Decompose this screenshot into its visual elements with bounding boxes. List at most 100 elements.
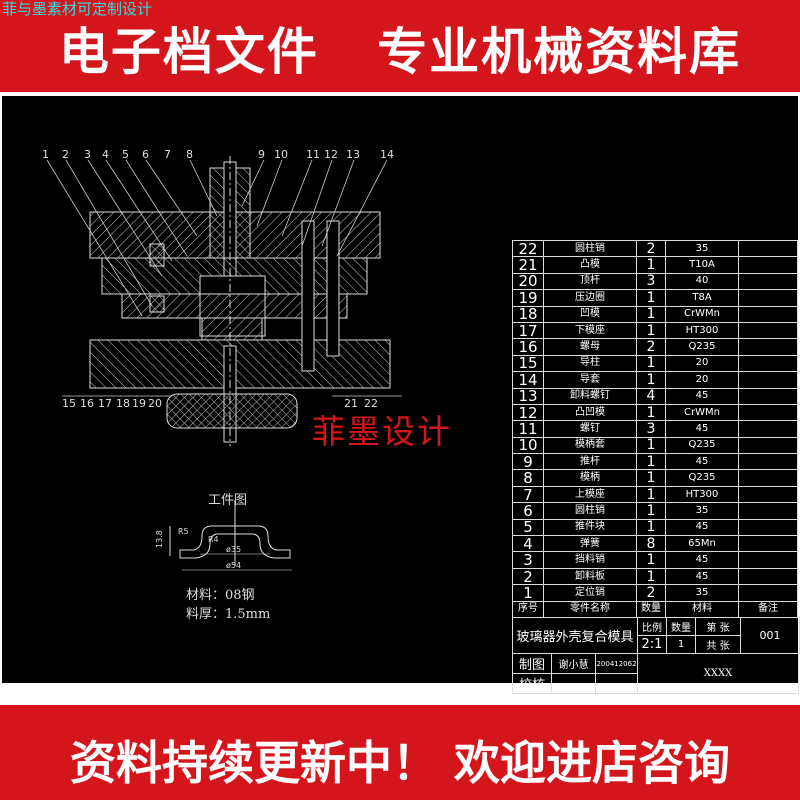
callout: 1 xyxy=(42,148,49,161)
part-no: 1 xyxy=(512,584,544,602)
part-qty: 2 xyxy=(636,338,666,356)
part-note xyxy=(738,535,798,553)
part-note xyxy=(738,420,798,438)
die-assembly-drawing: 1 2 3 4 5 6 7 8 9 10 11 12 13 14 15 16 1… xyxy=(42,148,402,571)
part-material: Q235 xyxy=(665,338,739,356)
part-note xyxy=(738,469,798,487)
workpiece-drawing xyxy=(169,500,292,571)
callout: 22 xyxy=(364,397,378,410)
part-qty: 1 xyxy=(636,403,666,422)
part-note xyxy=(738,305,798,323)
part-no: 21 xyxy=(512,256,544,274)
part-qty: 1 xyxy=(636,321,666,340)
workpiece-title: 工件图 xyxy=(208,493,248,508)
total-sheets-label: 共 张 xyxy=(695,635,741,654)
part-note xyxy=(738,453,798,471)
bottom-title: 资料持续更新中！ 欢迎进店咨询 xyxy=(69,736,730,790)
part-no: 5 xyxy=(512,518,544,537)
check-label: 校核 xyxy=(512,673,552,694)
part-name: 定位销 xyxy=(543,584,637,602)
part-qty: 2 xyxy=(636,239,666,258)
callout: 2 xyxy=(62,148,69,161)
part-no: 8 xyxy=(512,469,544,487)
callout: 8 xyxy=(186,148,193,161)
part-name: 推件块 xyxy=(543,518,637,537)
part-name: 模柄 xyxy=(543,469,637,487)
part-name: 凹模 xyxy=(543,305,637,323)
workpiece-material: 材料：08钢 xyxy=(186,588,255,603)
top-title: 电子档文件 专业机械资料库 xyxy=(58,23,742,81)
part-note xyxy=(738,289,798,307)
part-note xyxy=(738,403,798,422)
part-no: 19 xyxy=(512,289,544,307)
lower-die-seat xyxy=(89,339,391,389)
callout: 13 xyxy=(346,148,360,161)
part-no: 11 xyxy=(512,420,544,438)
part-material: 45 xyxy=(665,518,739,537)
part-name: 下模座 xyxy=(543,321,637,340)
part-material: 45 xyxy=(665,453,739,471)
part-material: 45 xyxy=(665,551,739,569)
part-qty: 1 xyxy=(636,371,666,389)
part-qty: 3 xyxy=(636,272,666,291)
callout: 11 xyxy=(306,148,320,161)
part-material: 45 xyxy=(665,420,739,438)
part-name: 凸凹模 xyxy=(543,403,637,422)
part-material: 35 xyxy=(665,502,739,520)
part-qty: 1 xyxy=(636,436,666,455)
callout: 7 xyxy=(164,148,171,161)
workpiece-thickness: 料厚：1.5mm xyxy=(186,607,271,622)
part-no: 12 xyxy=(512,403,544,422)
part-qty: 1 xyxy=(636,502,666,520)
part-qty: 1 xyxy=(636,567,666,586)
callout: 5 xyxy=(122,148,129,161)
dim-r-right: R4 xyxy=(208,535,219,544)
header-no: 序号 xyxy=(512,600,544,618)
callout: 10 xyxy=(274,148,288,161)
drawing-name: 玻璃器外壳复合模具 xyxy=(512,617,638,654)
part-no: 15 xyxy=(512,354,544,373)
header-qty: 数量 xyxy=(636,600,666,618)
part-no: 4 xyxy=(512,535,544,553)
drawn-label: 制图 xyxy=(512,653,552,674)
callout: 12 xyxy=(324,148,338,161)
drawn-by: 谢小慧 xyxy=(551,653,596,674)
check-date-cell xyxy=(595,673,638,694)
part-name: 压边圈 xyxy=(543,289,637,307)
part-material: HT300 xyxy=(665,485,739,504)
callout: 6 xyxy=(142,148,149,161)
part-name: 导套 xyxy=(543,371,637,389)
part-note xyxy=(738,371,798,389)
part-note xyxy=(738,584,798,602)
title-block: 玻璃器外壳复合模具 比例 数量 第 张 001 2:1 1 共 张 xyxy=(512,617,800,654)
part-no: 10 xyxy=(512,436,544,455)
drawn-id: 200412062 xyxy=(595,653,638,674)
dim-height: 13.8 xyxy=(155,530,164,548)
part-note xyxy=(738,436,798,455)
part-qty: 1 xyxy=(636,354,666,373)
dim-inner-diameter: ø35 xyxy=(226,545,241,554)
part-material: 45 xyxy=(665,567,739,586)
part-qty: 1 xyxy=(636,469,666,487)
part-note xyxy=(738,272,798,291)
parts-list-header: 序号 零件名称 数量 材料 备注 xyxy=(512,600,798,618)
part-name: 模柄套 xyxy=(543,436,637,455)
part-qty: 1 xyxy=(636,256,666,274)
part-no: 20 xyxy=(512,272,544,291)
part-name: 顶杆 xyxy=(543,272,637,291)
part-name: 推杆 xyxy=(543,453,637,471)
sheet-label: 第 张 xyxy=(695,617,741,636)
part-note xyxy=(738,354,798,373)
company-name: XXXX xyxy=(637,653,799,694)
